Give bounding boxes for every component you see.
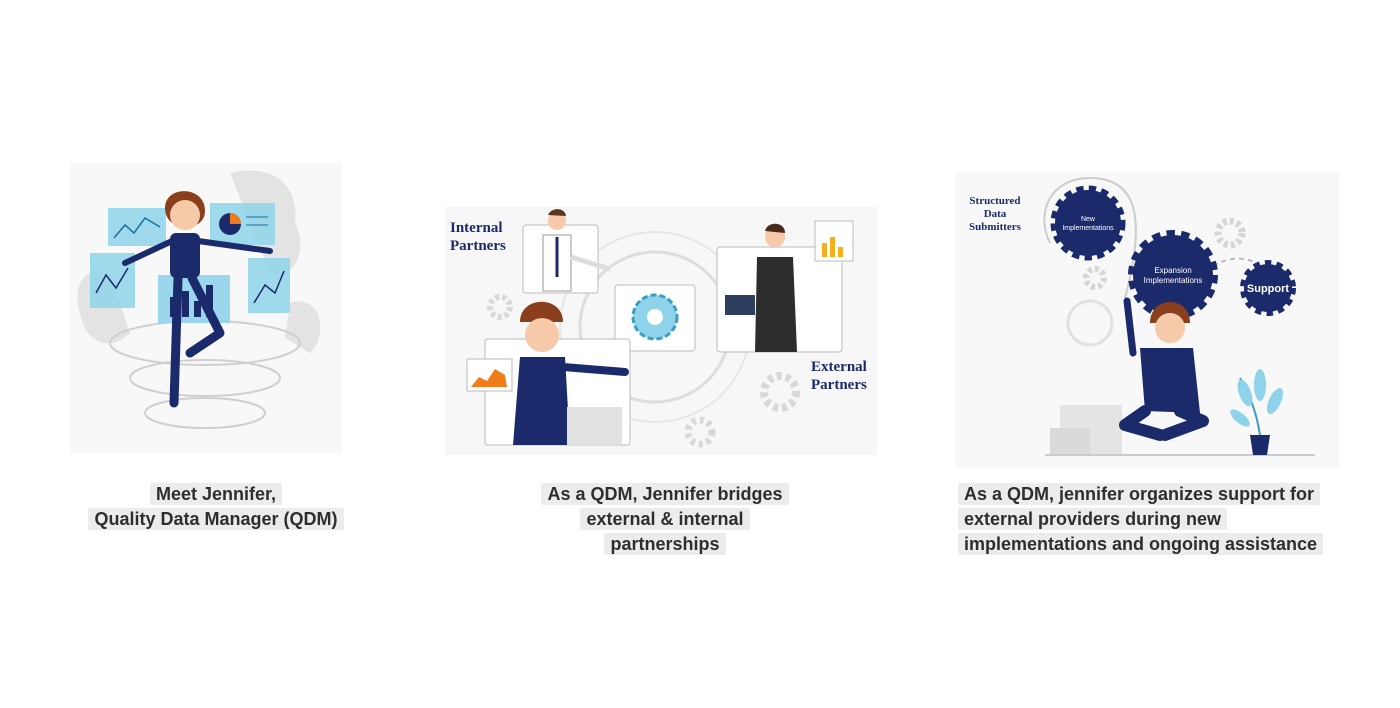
slide-1-caption: Meet Jennifer, Quality Data Manager (QDM… xyxy=(60,482,372,532)
caption-line: Quality Data Manager (QDM) xyxy=(88,508,344,530)
gear-new-implementations-icon: New Implementations xyxy=(1050,185,1126,261)
caption-line: implementations and ongoing assistance xyxy=(958,533,1324,555)
external-partners-label-2: Partners xyxy=(811,377,867,393)
gear-expansion-label-2: Implementations xyxy=(1144,276,1203,285)
slide-3-caption: As a QDM, jennifer organizes support for… xyxy=(958,482,1348,557)
structured-data-label-3: Submitters xyxy=(969,221,1022,233)
structured-data-label: Structured xyxy=(969,195,1020,207)
caption-line: As a QDM, jennifer organizes support for xyxy=(958,483,1321,505)
gear-expansion-label: Expansion xyxy=(1154,266,1191,275)
slide-2-caption: As a QDM, Jennifer bridges external & in… xyxy=(510,482,820,557)
caption-line: external providers during new xyxy=(958,508,1228,530)
gear-new-label-2: Implementations xyxy=(1062,225,1114,232)
gear-new-label: New xyxy=(1081,216,1096,223)
internal-partners-label: Internal xyxy=(450,220,503,236)
internal-partner-window xyxy=(522,209,611,294)
internal-partners-label-2: Partners xyxy=(450,238,506,254)
jennifer-figure xyxy=(1119,297,1209,441)
gear-support-icon: Support xyxy=(1240,260,1296,316)
caption-line: external & internal xyxy=(580,508,750,530)
gear-bubble-icon xyxy=(614,284,696,352)
line-panel-icon xyxy=(90,253,290,313)
gear-support-label: Support xyxy=(1247,283,1289,295)
plant-icon xyxy=(1230,369,1284,455)
pie-panel-icon xyxy=(210,203,275,245)
external-partners-label: External xyxy=(811,359,867,375)
external-partner-window xyxy=(716,220,854,353)
structured-data-label-2: Data xyxy=(984,208,1007,220)
caption-line: As a QDM, Jennifer bridges xyxy=(541,483,789,505)
caption-line: Meet Jennifer, xyxy=(149,483,283,505)
partners-illustration: Internal Partners External Partners xyxy=(445,207,877,455)
caption-line: partnerships xyxy=(604,533,726,555)
jennifer-dashboard-illustration xyxy=(70,163,342,453)
jennifer-figure xyxy=(466,301,631,446)
chart-panel-icon xyxy=(108,208,166,246)
jennifer-figure xyxy=(122,191,273,408)
support-gears-illustration: Structured Data Submitters New Implement… xyxy=(955,173,1339,467)
